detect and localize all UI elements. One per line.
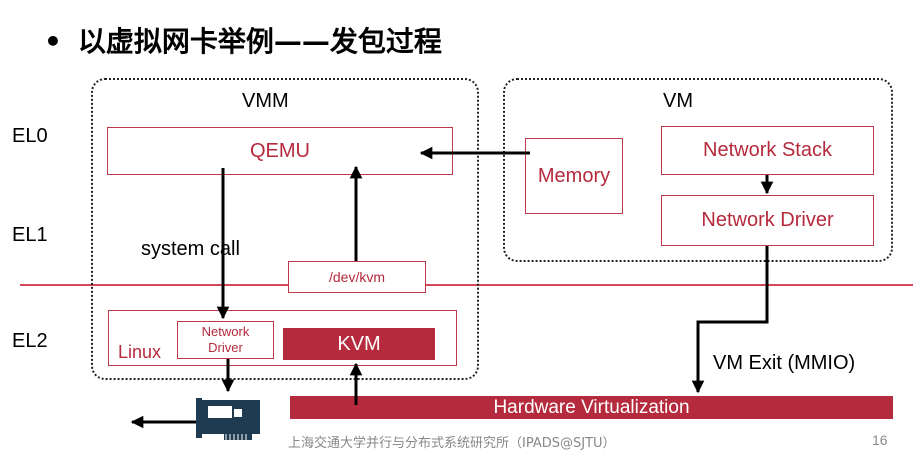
memory-label: Memory (537, 164, 611, 187)
slide-title: • 以虚拟网卡举例——发包过程 (44, 20, 442, 60)
system-call-label: system call (141, 238, 240, 260)
hardware-virtualization-label: Hardware Virtualization (493, 396, 690, 418)
network-card-icon (196, 398, 260, 440)
footer-text: 上海交通大学并行与分布式系统研究所（IPADS@SJTU） (288, 436, 616, 451)
vm-container (503, 78, 893, 262)
el1-label: EL1 (12, 224, 48, 246)
dev-kvm-box: /dev/kvm (288, 261, 426, 293)
page-number: 16 (872, 432, 888, 448)
bullet: • (44, 25, 62, 58)
vm-network-driver-label: Network Driver (701, 209, 834, 231)
qemu-box: QEMU (107, 127, 453, 175)
kvm-label: KVM (337, 332, 381, 355)
el2-label: EL2 (12, 330, 48, 352)
arrow-vm-exit (691, 246, 769, 394)
dev-kvm-label: /dev/kvm (328, 269, 385, 285)
linux-label: Linux (118, 342, 162, 362)
vm-label: VM (663, 90, 693, 112)
hardware-virtualization-bar: Hardware Virtualization (290, 396, 893, 419)
linux-network-driver-label: Network Driver (201, 324, 250, 355)
el-separator-line (20, 284, 913, 286)
vm-exit-label: VM Exit (MMIO) (713, 352, 856, 374)
network-stack-box: Network Stack (661, 126, 874, 175)
qemu-label: QEMU (250, 139, 310, 162)
slide-title-text: 以虚拟网卡举例——发包过程 (77, 25, 442, 58)
linux-network-driver-box: Network Driver (177, 321, 274, 359)
el0-label: EL0 (12, 125, 48, 147)
memory-box: Memory (525, 138, 623, 214)
vmm-container (91, 78, 479, 380)
vmm-label: VMM (242, 90, 289, 112)
network-stack-label: Network Stack (703, 139, 832, 161)
vm-network-driver-box: Network Driver (661, 195, 874, 246)
kvm-box: KVM (283, 328, 435, 360)
